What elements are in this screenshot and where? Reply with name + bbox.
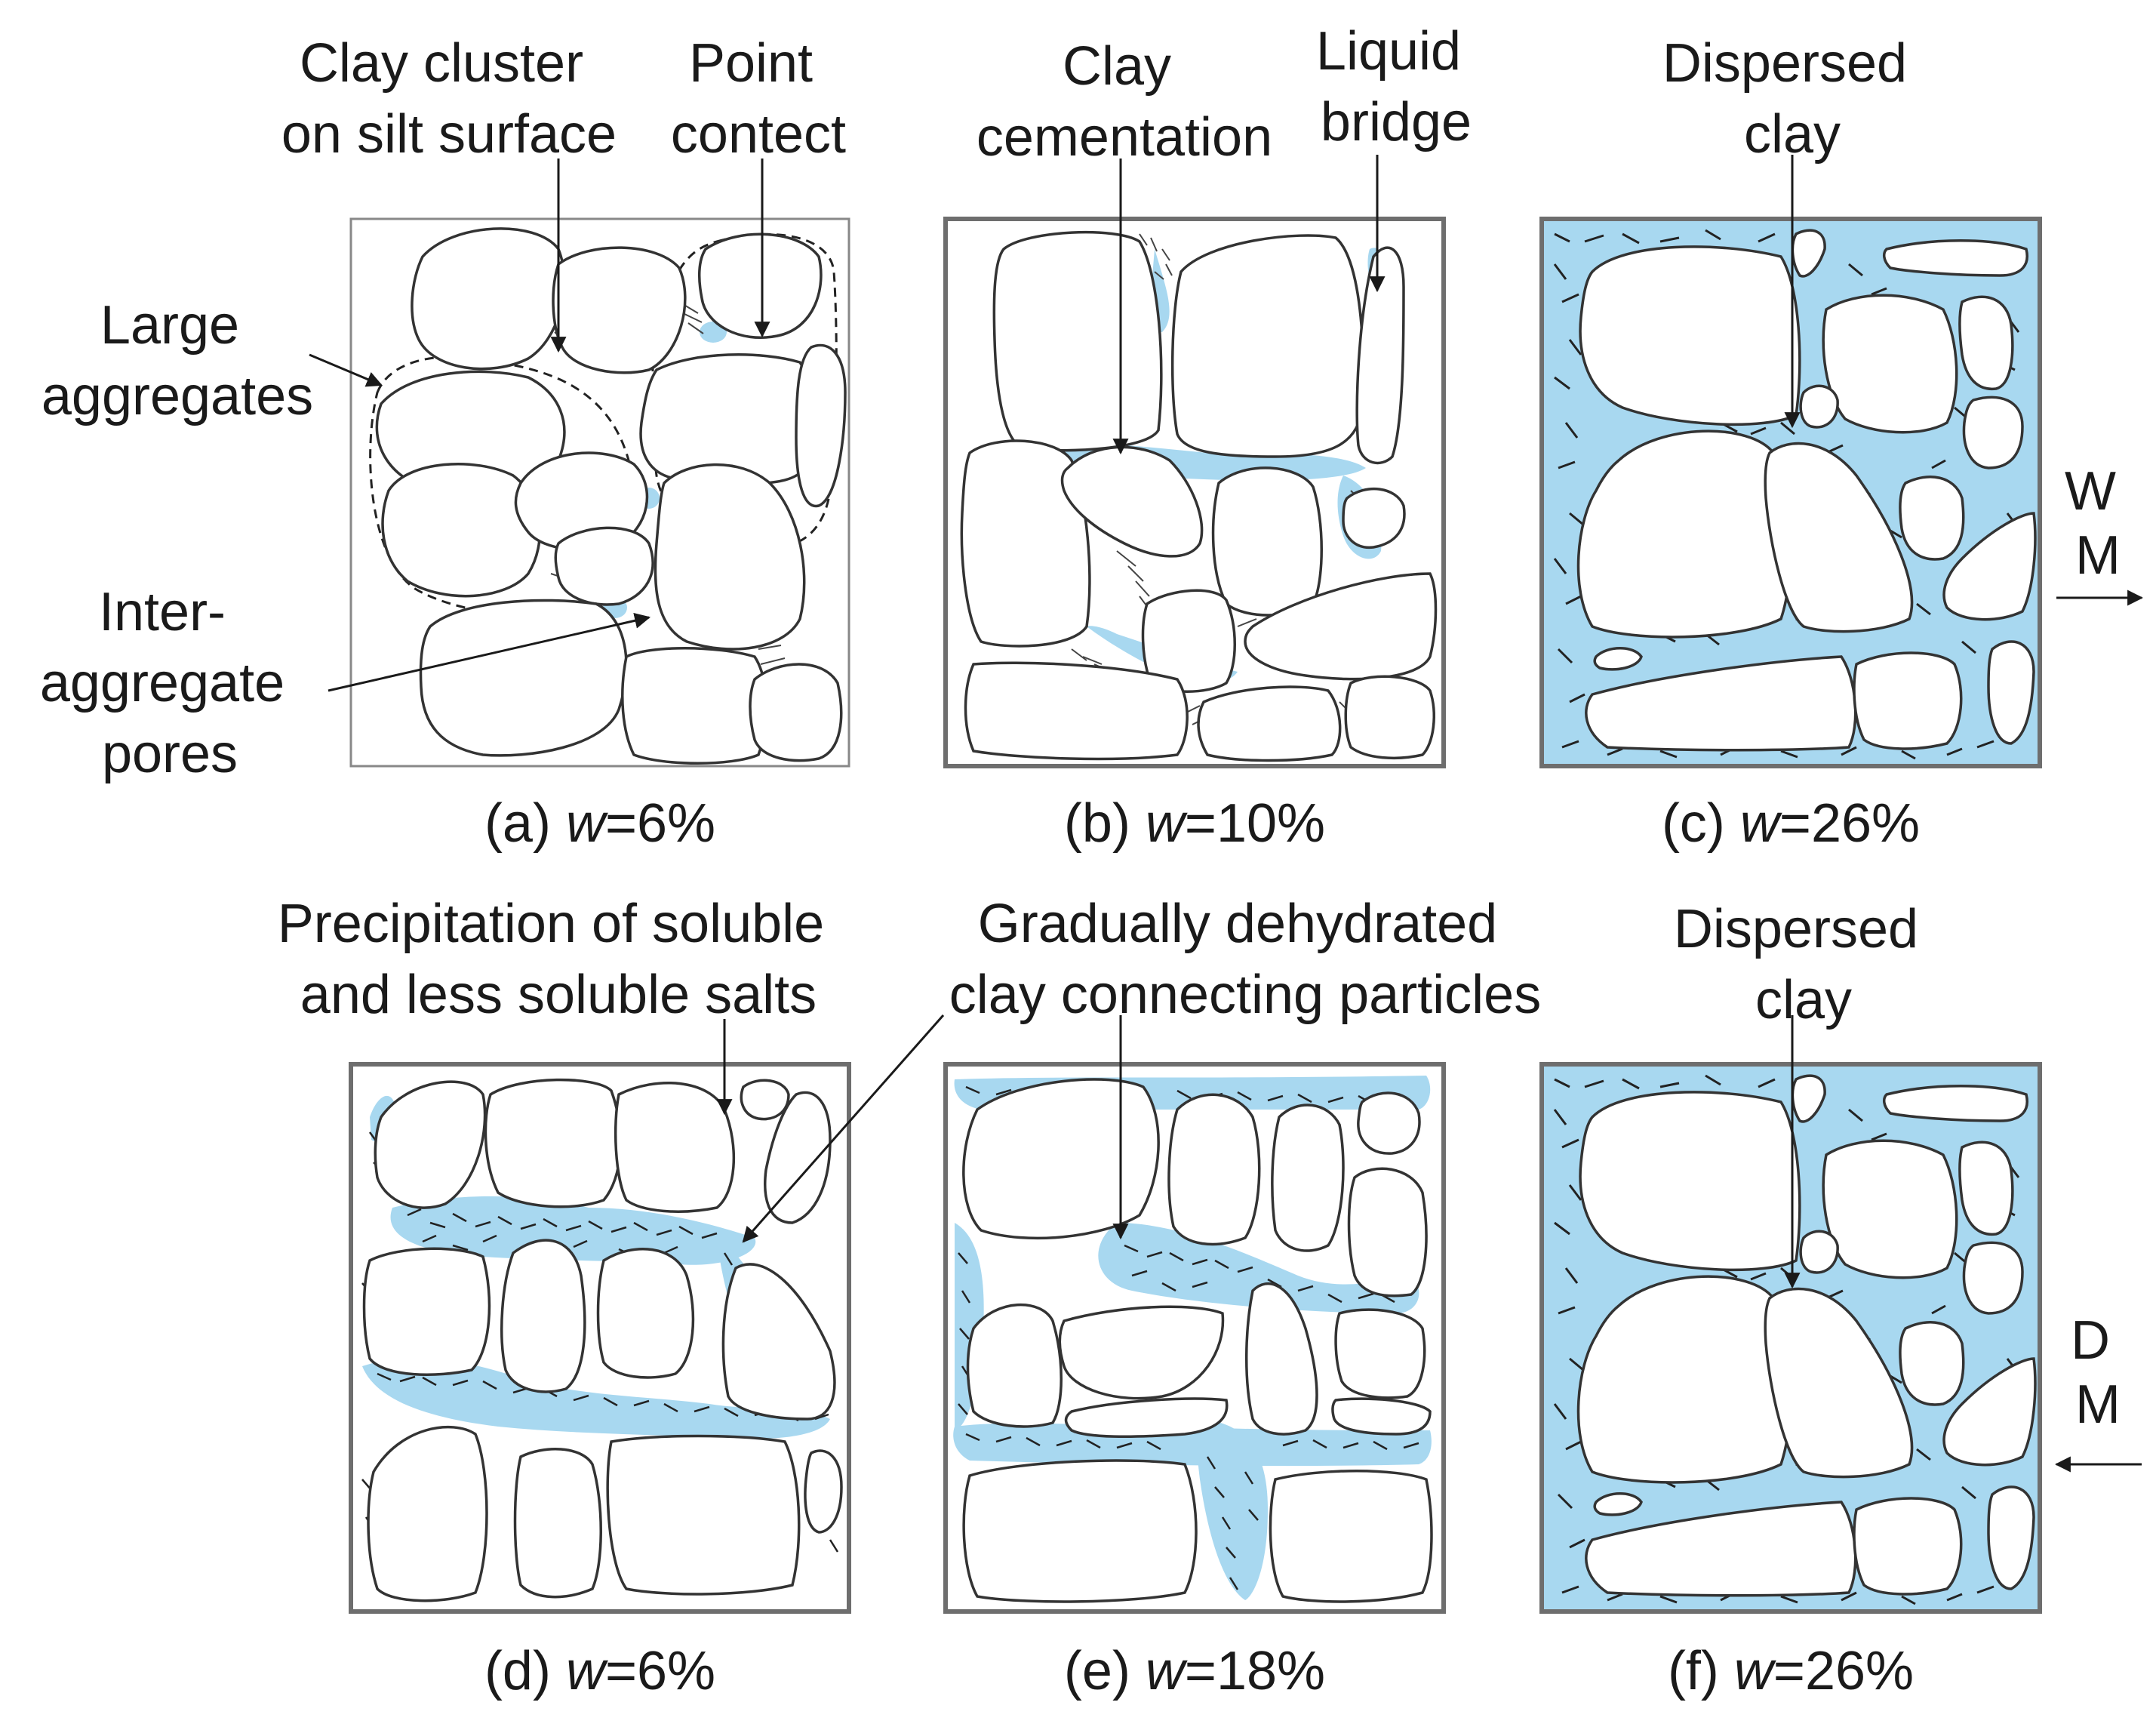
arrow-large-aggregates (309, 353, 383, 387)
panel-f (1539, 1062, 2042, 1614)
panel-b (943, 217, 1446, 768)
label-dm: D M (2071, 1310, 2125, 1435)
label-dispersed-clay-f: Dispersed clay (1674, 899, 1933, 1030)
panel-captions: (a) w=6% (b) w=10% (c) w=26% (d) w=6% (e… (484, 793, 1920, 1701)
label-point-contect: Point contect (671, 33, 846, 165)
panel-a-particles (375, 227, 847, 765)
caption-c: (c) w=26% (1662, 793, 1920, 854)
caption-d: (d) w=6% (484, 1641, 715, 1701)
panel-e (943, 1062, 1446, 1614)
caption-f: (f) w=26% (1668, 1641, 1914, 1701)
label-gradually-dehydrated: Gradually dehydrated clay connecting par… (949, 894, 1541, 1025)
caption-e: (e) w=18% (1064, 1641, 1325, 1701)
panel-c-particles (1576, 229, 2037, 752)
label-clay-cementation: Clay cementation (977, 36, 1272, 168)
label-inter-aggregate-pores: Inter- aggregate pores (40, 582, 300, 784)
annotation-labels: Clay cluster on silt surface Point conte… (40, 21, 2131, 1435)
label-large-aggregates: Large aggregates (42, 295, 313, 426)
caption-a: (a) w=6% (484, 793, 715, 854)
annotation-arrows (309, 155, 2144, 1473)
arrow-gradual-clay-d (742, 1014, 945, 1243)
label-clay-cluster: Clay cluster on silt surface (281, 33, 617, 165)
label-precipitation: Precipitation of soluble and less solubl… (278, 894, 839, 1025)
label-dispersed-clay-c: Dispersed clay (1662, 33, 1922, 165)
label-liquid-bridge: Liquid bridge (1316, 21, 1476, 152)
panel-d-particles (362, 1078, 843, 1602)
panel-f-particles (1576, 1074, 2037, 1597)
label-wm: W M (2065, 461, 2131, 586)
panel-e-particles (962, 1078, 1433, 1603)
panel-d (349, 1062, 851, 1614)
caption-b: (b) w=10% (1064, 793, 1325, 854)
panel-c (1539, 217, 2042, 768)
panel-b-particles (960, 230, 1438, 762)
arrow-inter-aggregate-pores (328, 612, 651, 692)
panel-a (349, 217, 850, 768)
